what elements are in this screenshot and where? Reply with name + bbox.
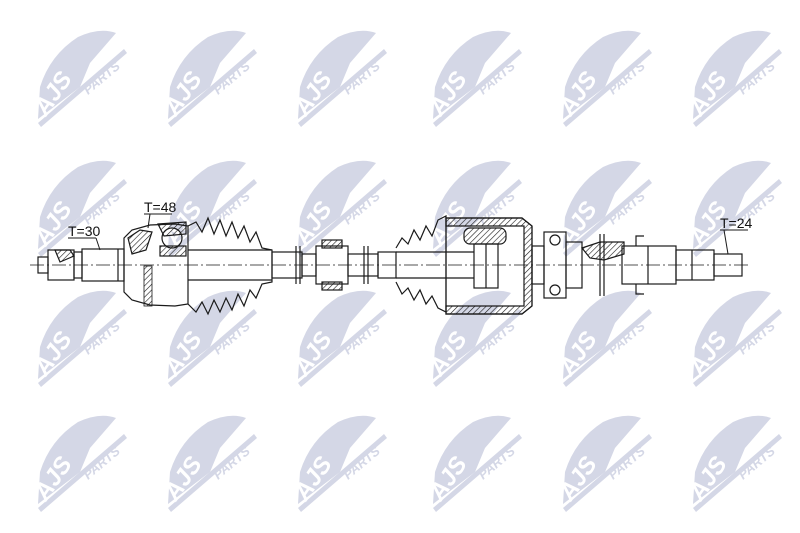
label-outer-spline: T=30 — [68, 223, 101, 239]
label-inner-spline: T=24 — [720, 215, 753, 231]
outer-end-nut — [37, 249, 83, 281]
outer-boot — [187, 216, 273, 316]
outer-cv-joint — [123, 221, 189, 307]
dimension-labels: T=30 T=48 T=24 — [68, 199, 753, 255]
inner-tripod-joint — [445, 217, 533, 315]
label-abs-ring: T=48 — [144, 199, 177, 215]
inner-boot — [395, 215, 447, 313]
